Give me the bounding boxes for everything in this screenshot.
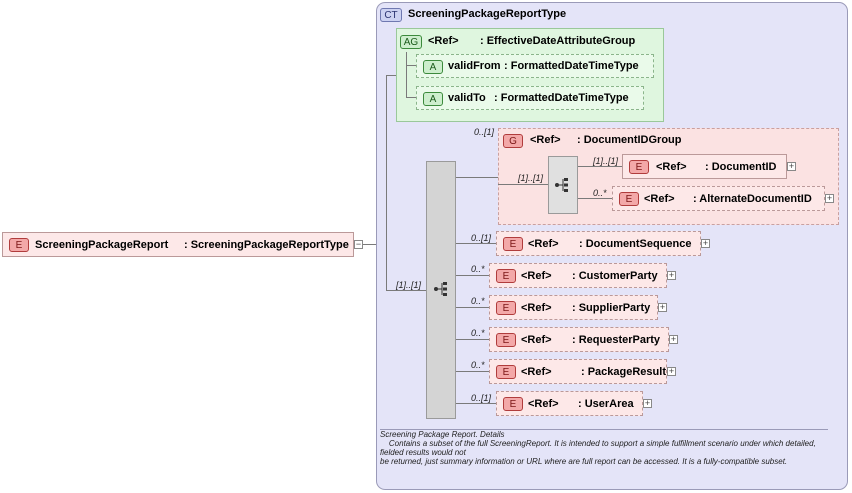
element-badge: E bbox=[619, 192, 639, 206]
group-badge: G bbox=[503, 134, 523, 148]
connector-line bbox=[456, 339, 489, 340]
connector-line bbox=[456, 403, 496, 404]
expand-toggle[interactable]: + bbox=[658, 302, 667, 312]
element-name: : CustomerParty bbox=[572, 269, 658, 282]
documentation-text: be returned, just summary information or… bbox=[380, 457, 788, 466]
element-cardinality: 0..[1] bbox=[471, 393, 492, 403]
sequence-icon bbox=[555, 178, 568, 192]
attribute-validto[interactable]: A validTo : FormattedDateTimeType bbox=[416, 86, 644, 110]
documentation-title: Screening Package Report. Details bbox=[380, 430, 505, 439]
connector-line bbox=[578, 166, 622, 167]
connector-line bbox=[406, 52, 407, 98]
documentation: Screening Package Report. Details Contai… bbox=[380, 430, 828, 466]
sequence-icon bbox=[434, 282, 447, 296]
element-ref: <Ref> bbox=[521, 301, 552, 314]
attribute-name: validFrom bbox=[448, 60, 501, 72]
connector-line bbox=[406, 97, 418, 98]
group-ref: <Ref> bbox=[530, 134, 561, 146]
element-badge: E bbox=[503, 397, 523, 411]
connector-line bbox=[406, 65, 418, 66]
element-packageresult[interactable]: E <Ref> : PackageResult bbox=[489, 359, 667, 384]
element-badge: E bbox=[496, 301, 516, 315]
element-cardinality: 0..* bbox=[593, 188, 607, 198]
attribute-type: : FormattedDateTimeType bbox=[494, 92, 629, 104]
expand-toggle[interactable]: + bbox=[669, 334, 678, 344]
element-badge: E bbox=[496, 365, 516, 379]
element-documentid[interactable]: E <Ref> : DocumentID bbox=[622, 154, 787, 179]
element-name: : DocumentID bbox=[705, 160, 777, 173]
element-userarea[interactable]: E <Ref> : UserArea bbox=[496, 391, 643, 416]
sequence-cardinality: [1]..[1] bbox=[396, 280, 422, 290]
element-cardinality: 0..[1] bbox=[471, 233, 492, 243]
element-customerparty[interactable]: E <Ref> : CustomerParty bbox=[489, 263, 667, 288]
connector-line bbox=[456, 371, 489, 372]
element-ref: <Ref> bbox=[656, 160, 687, 173]
element-ref: <Ref> bbox=[644, 192, 675, 205]
element-cardinality: 0..* bbox=[471, 328, 485, 338]
group-cardinality: 0..[1] bbox=[474, 127, 495, 137]
element-badge: E bbox=[629, 160, 649, 174]
attribute-badge: A bbox=[423, 92, 443, 106]
element-ref: <Ref> bbox=[528, 237, 559, 250]
connector-line bbox=[498, 184, 548, 185]
element-ref: <Ref> bbox=[521, 269, 552, 282]
root-element[interactable]: E ScreeningPackageReport : ScreeningPack… bbox=[2, 232, 354, 257]
connector-line bbox=[386, 75, 387, 290]
root-element-type: : ScreeningPackageReportType bbox=[184, 238, 349, 251]
group-sequence-cardinality: [1]..[1] bbox=[518, 173, 544, 183]
attribute-group-badge: AG bbox=[400, 35, 422, 49]
element-alternatedocumentid[interactable]: E <Ref> : AlternateDocumentID bbox=[612, 186, 825, 211]
expand-toggle[interactable]: + bbox=[643, 398, 652, 408]
element-ref: <Ref> bbox=[521, 365, 552, 378]
element-cardinality: 0..* bbox=[471, 264, 485, 274]
attribute-type: : FormattedDateTimeType bbox=[504, 60, 639, 72]
attribute-badge: A bbox=[423, 60, 443, 74]
complex-type-badge: CT bbox=[380, 8, 402, 22]
element-name: : RequesterParty bbox=[572, 333, 661, 346]
element-badge: E bbox=[9, 238, 29, 252]
element-badge: E bbox=[503, 237, 523, 251]
collapse-toggle[interactable]: − bbox=[354, 239, 363, 249]
connector-line bbox=[456, 177, 498, 178]
element-supplierparty[interactable]: E <Ref> : SupplierParty bbox=[489, 295, 658, 320]
expand-toggle[interactable]: + bbox=[667, 270, 676, 280]
connector-line bbox=[456, 275, 489, 276]
expand-toggle[interactable]: + bbox=[825, 193, 834, 203]
element-name: : AlternateDocumentID bbox=[693, 192, 812, 205]
element-badge: E bbox=[496, 333, 516, 347]
attribute-group-ref: <Ref> bbox=[428, 35, 459, 47]
element-name: : PackageResult bbox=[581, 365, 666, 378]
attribute-group-name: : EffectiveDateAttributeGroup bbox=[480, 35, 636, 47]
connector-line bbox=[456, 243, 496, 244]
expand-toggle[interactable]: + bbox=[787, 161, 796, 171]
element-ref: <Ref> bbox=[528, 397, 559, 410]
root-element-name: ScreeningPackageReport bbox=[35, 238, 169, 251]
sequence-compositor[interactable] bbox=[426, 161, 456, 419]
attribute-name: validTo bbox=[448, 92, 486, 104]
element-badge: E bbox=[496, 269, 516, 283]
element-name: : SupplierParty bbox=[572, 301, 651, 314]
element-cardinality: 0..* bbox=[471, 360, 485, 370]
connector-line bbox=[363, 244, 376, 245]
group-name: : DocumentIDGroup bbox=[577, 134, 682, 146]
connector-line bbox=[456, 307, 489, 308]
expand-toggle[interactable]: + bbox=[667, 366, 676, 376]
connector-line bbox=[578, 198, 612, 199]
expand-toggle[interactable]: + bbox=[701, 238, 710, 248]
documentation-text: Contains a subset of the full ScreeningR… bbox=[380, 439, 819, 457]
attribute-validfrom[interactable]: A validFrom : FormattedDateTimeType bbox=[416, 54, 654, 78]
documentation-separator bbox=[380, 429, 828, 430]
connector-line bbox=[386, 290, 426, 291]
element-requesterparty[interactable]: E <Ref> : RequesterParty bbox=[489, 327, 669, 352]
element-cardinality: 0..* bbox=[471, 296, 485, 306]
complex-type-name: ScreeningPackageReportType bbox=[408, 8, 567, 20]
element-name: : DocumentSequence bbox=[579, 237, 692, 250]
connector-line bbox=[386, 75, 396, 76]
element-cardinality: [1]..[1] bbox=[593, 156, 619, 166]
element-ref: <Ref> bbox=[521, 333, 552, 346]
element-documentsequence[interactable]: E <Ref> : DocumentSequence bbox=[496, 231, 701, 256]
element-name: : UserArea bbox=[578, 397, 634, 410]
